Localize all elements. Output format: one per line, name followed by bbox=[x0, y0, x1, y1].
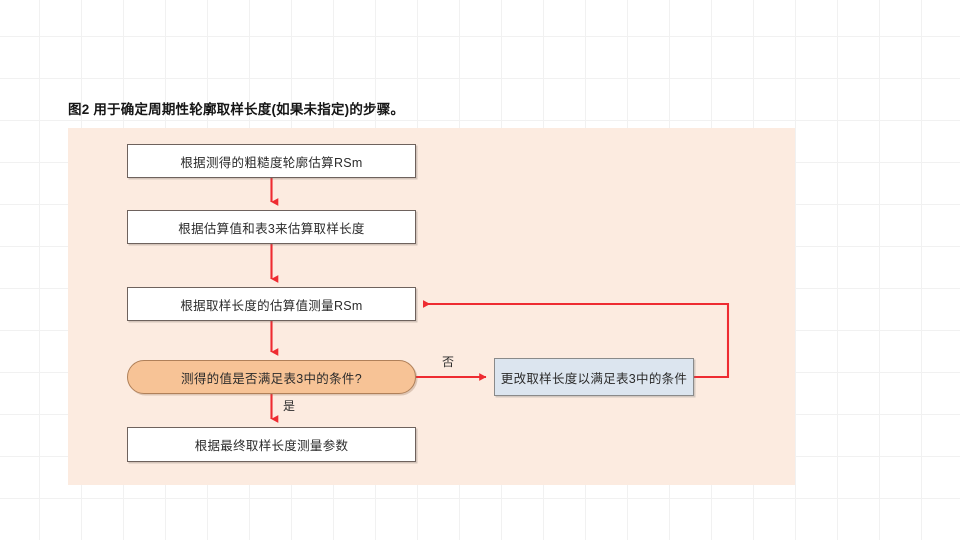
flow-node-label: 根据测得的粗糙度轮廓估算RSm bbox=[180, 155, 363, 170]
flow-node-decision-condition[interactable]: 测得的值是否满足表3中的条件? bbox=[127, 360, 416, 394]
branch-label-no: 否 bbox=[442, 355, 455, 369]
flow-node-label: 更改取样长度以满足表3中的条件 bbox=[500, 371, 688, 386]
branch-label-yes: 是 bbox=[283, 399, 296, 413]
flow-node-estimate-rsm[interactable]: 根据测得的粗糙度轮廓估算RSm bbox=[127, 144, 416, 178]
flow-node-measure-parameters[interactable]: 根据最终取样长度测量参数 bbox=[127, 427, 416, 462]
flow-node-label: 根据取样长度的估算值测量RSm bbox=[180, 298, 363, 313]
figure-caption: 图2 用于确定周期性轮廓取样长度(如果未指定)的步骤。 bbox=[68, 102, 405, 117]
flow-node-change-sampling-length[interactable]: 更改取样长度以满足表3中的条件 bbox=[494, 358, 694, 396]
flow-node-label: 根据估算值和表3来估算取样长度 bbox=[178, 221, 365, 236]
flowchart-panel: 根据测得的粗糙度轮廓估算RSm 根据估算值和表3来估算取样长度 根据取样长度的估… bbox=[68, 128, 795, 485]
flow-node-estimate-sampling-length[interactable]: 根据估算值和表3来估算取样长度 bbox=[127, 210, 416, 244]
flowchart-connectors bbox=[270, 178, 730, 423]
flow-node-measure-rsm[interactable]: 根据取样长度的估算值测量RSm bbox=[127, 287, 416, 321]
connector-6-3-feedback bbox=[423, 300, 730, 379]
flow-node-label: 测得的值是否满足表3中的条件? bbox=[181, 371, 362, 386]
flow-node-label: 根据最终取样长度测量参数 bbox=[194, 439, 349, 453]
